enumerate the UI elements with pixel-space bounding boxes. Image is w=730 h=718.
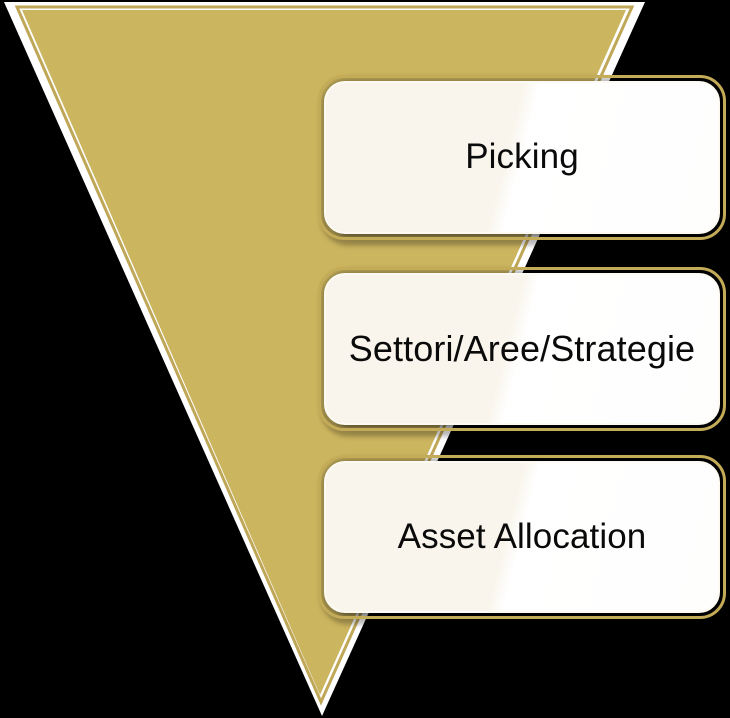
funnel-stage-picking[interactable]: Picking — [318, 75, 726, 240]
funnel-stage-settori-aree-strategie[interactable]: Settori/Aree/Strategie — [318, 267, 726, 431]
stage-box-surface: Settori/Aree/Strategie — [324, 273, 720, 425]
stage-label: Asset Allocation — [397, 516, 647, 556]
stage-label: Picking — [465, 137, 579, 177]
stage-box-surface: Picking — [324, 81, 720, 234]
stage-box-surface: Asset Allocation — [324, 461, 720, 613]
funnel-stage-asset-allocation[interactable]: Asset Allocation — [318, 455, 726, 619]
stage-label: Settori/Aree/Strategie — [348, 328, 696, 370]
